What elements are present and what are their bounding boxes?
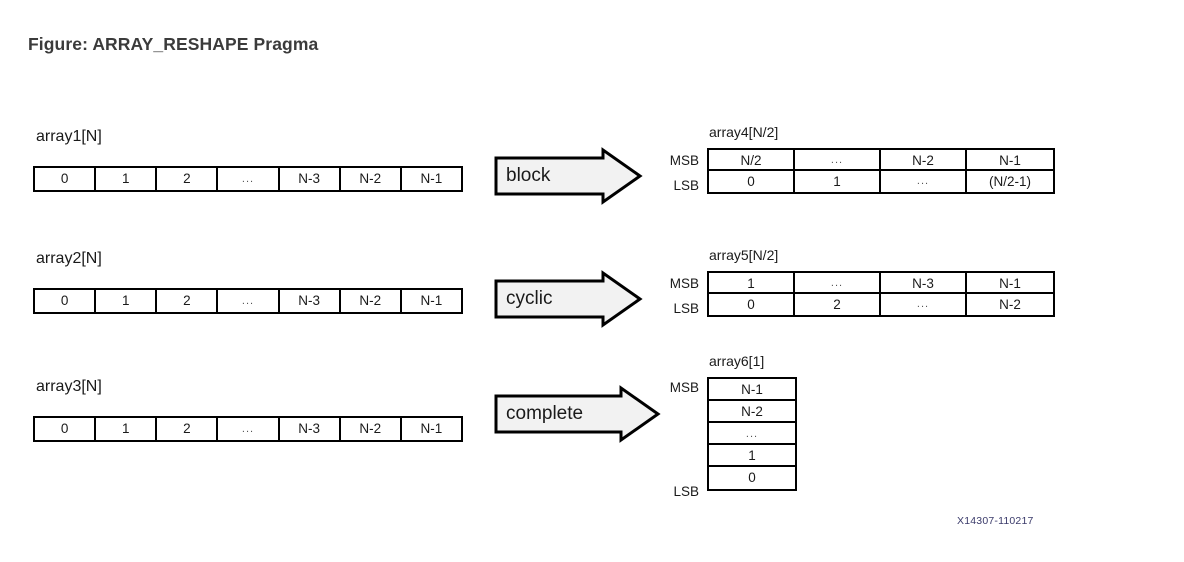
lsb-label: LSB bbox=[673, 178, 699, 193]
array-cell: 0 bbox=[709, 294, 795, 315]
array-cell: 2 bbox=[157, 418, 219, 440]
array-cell: N-2 bbox=[881, 150, 967, 171]
msb-label: MSB bbox=[669, 380, 699, 395]
array-cell: N-2 bbox=[340, 168, 402, 190]
array-cell: 1 bbox=[96, 290, 158, 312]
array3-source: 0 1 2 ... N-3 N-2 N-1 bbox=[33, 416, 463, 442]
array-cell: 0 bbox=[35, 418, 97, 440]
array-cell-ellipsis: ... bbox=[218, 418, 280, 440]
array4-msb-row: N/2 ... N-2 N-1 bbox=[709, 150, 1053, 171]
array-cell-ellipsis: ... bbox=[795, 150, 881, 171]
array1-source: 0 1 2 ... N-3 N-2 N-1 bbox=[33, 166, 463, 192]
array-cell-ellipsis: ... bbox=[795, 273, 881, 294]
complete-arrow-shape bbox=[494, 385, 661, 443]
cyclic-arrow: cyclic bbox=[493, 270, 643, 328]
array3-label: array3[N] bbox=[36, 378, 102, 395]
cyclic-arrow-label: cyclic bbox=[506, 288, 553, 309]
complete-arrow: complete bbox=[493, 385, 661, 443]
msb-label: MSB bbox=[669, 153, 699, 168]
page-title: Figure: ARRAY_RESHAPE Pragma bbox=[28, 34, 319, 54]
array-cell-ellipsis: ... bbox=[218, 290, 280, 312]
array-cell: N-1 bbox=[709, 379, 795, 401]
array5-lsb-row: 0 2 ... N-2 bbox=[709, 294, 1053, 315]
array-cell: 2 bbox=[157, 168, 219, 190]
array4-table: N/2 ... N-2 N-1 0 1 ... (N/2-1) bbox=[707, 148, 1055, 194]
array4-label: array4[N/2] bbox=[709, 124, 779, 140]
array-cell: 1 bbox=[709, 445, 795, 467]
array2-label: array2[N] bbox=[36, 250, 102, 267]
array2-source: 0 1 2 ... N-3 N-2 N-1 bbox=[33, 288, 463, 314]
array-cell: N-1 bbox=[401, 168, 461, 190]
array1-label: array1[N] bbox=[36, 128, 102, 145]
array-cell: 1 bbox=[709, 273, 795, 294]
array-cell: (N/2-1) bbox=[967, 171, 1053, 192]
array6-table: N-1 N-2 ... 1 0 bbox=[707, 377, 797, 491]
array6-label: array6[1] bbox=[709, 353, 765, 369]
array4-lsb-row: 0 1 ... (N/2-1) bbox=[709, 171, 1053, 192]
array-cell-ellipsis: ... bbox=[881, 171, 967, 192]
lsb-label: LSB bbox=[673, 484, 699, 499]
array-cell: 0 bbox=[709, 171, 795, 192]
array-cell: 1 bbox=[795, 171, 881, 192]
array-cell-ellipsis: ... bbox=[218, 168, 280, 190]
array-cell-ellipsis: ... bbox=[709, 423, 795, 445]
array-cell: 2 bbox=[795, 294, 881, 315]
array5-label: array5[N/2] bbox=[709, 247, 779, 263]
array-cell: N/2 bbox=[709, 150, 795, 171]
array-cell-ellipsis: ... bbox=[881, 294, 967, 315]
array-cell: 1 bbox=[96, 418, 158, 440]
array-cell: N-2 bbox=[340, 418, 402, 440]
array-cell: N-2 bbox=[709, 401, 795, 423]
array-cell: N-2 bbox=[967, 294, 1053, 315]
array-cell: N-3 bbox=[279, 290, 341, 312]
array-cell: 0 bbox=[35, 168, 97, 190]
lsb-label: LSB bbox=[673, 301, 699, 316]
array5-table: 1 ... N-3 N-1 0 2 ... N-2 bbox=[707, 271, 1055, 317]
array-cell: N-3 bbox=[279, 168, 341, 190]
block-arrow-label: block bbox=[506, 165, 551, 186]
block-arrow-shape bbox=[494, 147, 643, 205]
array-cell: 0 bbox=[35, 290, 97, 312]
array-cell: N-1 bbox=[401, 290, 461, 312]
array-cell: N-1 bbox=[967, 273, 1053, 294]
figure-id: X14307-110217 bbox=[957, 515, 1034, 527]
array-cell: N-1 bbox=[967, 150, 1053, 171]
array5-row-labels: MSB LSB bbox=[655, 271, 699, 321]
array-cell: 0 bbox=[709, 467, 795, 489]
array5-msb-row: 1 ... N-3 N-1 bbox=[709, 273, 1053, 294]
array-cell: 2 bbox=[157, 290, 219, 312]
complete-arrow-label: complete bbox=[506, 403, 584, 424]
cyclic-arrow-shape bbox=[494, 270, 643, 328]
array-cell: N-3 bbox=[881, 273, 967, 294]
block-arrow: block bbox=[493, 147, 643, 205]
array-cell: 1 bbox=[96, 168, 158, 190]
msb-label: MSB bbox=[669, 276, 699, 291]
array-cell: N-2 bbox=[340, 290, 402, 312]
array-cell: N-1 bbox=[401, 418, 461, 440]
array-cell: N-3 bbox=[279, 418, 341, 440]
array4-row-labels: MSB LSB bbox=[655, 148, 699, 198]
